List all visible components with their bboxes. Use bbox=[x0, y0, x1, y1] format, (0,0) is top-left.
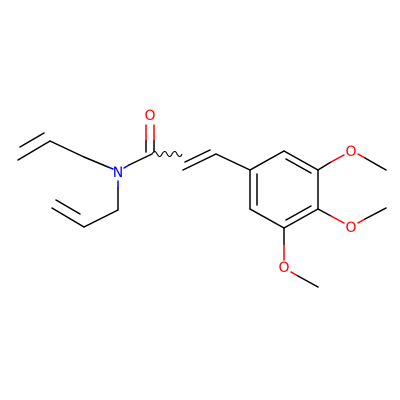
bond-alkene-main bbox=[182, 153, 217, 171]
bond-terminal-double-lower-a bbox=[51, 207, 85, 228]
ring-bond-c1-c2 bbox=[249, 150, 285, 171]
atom-label-methoxy-oxygen-bottom: O bbox=[278, 260, 289, 276]
bond-alkene-inner bbox=[184, 149, 211, 163]
methoxy-group-top bbox=[317, 153, 387, 171]
bond-n-to-carbonyl-n bbox=[123, 164, 130, 169]
bond-n-to-carbonyl bbox=[128, 153, 153, 166]
benzene-ring bbox=[249, 150, 319, 229]
bond-ch2-to-n-upper-n bbox=[107, 166, 114, 170]
atom-label-methoxy-oxygen-middle: O bbox=[345, 220, 356, 236]
allyl-group-upper bbox=[17, 132, 114, 170]
atom-label-amide-nitrogen: N bbox=[113, 165, 123, 181]
allyl-group-lower bbox=[51, 180, 119, 228]
methoxy-group-bottom bbox=[283, 227, 319, 288]
bond-ring-to-o-middle-o bbox=[330, 215, 345, 224]
atom-label-methoxy-oxygen-top: O bbox=[345, 144, 356, 160]
atom-labels: O N O O O bbox=[113, 108, 357, 276]
bond-terminal-double-upper-b bbox=[19, 132, 45, 148]
bond-vinyl-to-ch2-upper bbox=[49, 140, 85, 158]
bond-terminal-double-upper-a bbox=[17, 140, 51, 161]
bond-o-to-methyl-bottom-o bbox=[290, 271, 299, 277]
alkene-group bbox=[182, 149, 251, 171]
atom-label-carbonyl-oxygen: O bbox=[144, 108, 155, 124]
bond-ch2-to-vinyl-lower bbox=[83, 209, 119, 228]
bond-ring-to-o-top-o bbox=[330, 154, 345, 163]
ring-bond-c2-c3 bbox=[283, 150, 319, 171]
ring-bond-c5-c6 bbox=[249, 208, 285, 229]
bond-ring-to-o-top bbox=[317, 161, 332, 171]
bond-o-to-methyl-middle bbox=[364, 207, 387, 220]
bond-ring-to-o-middle bbox=[317, 208, 332, 217]
bond-wavy-stereo bbox=[151, 150, 183, 158]
carbonyl-group bbox=[145, 124, 155, 153]
bond-terminal-double-lower-b bbox=[55, 199, 81, 215]
bond-o-to-methyl-top bbox=[364, 157, 387, 171]
amide-bond bbox=[123, 153, 153, 169]
bond-o-to-methyl-bottom bbox=[297, 275, 319, 288]
bond-alkene-to-ring bbox=[215, 153, 251, 171]
methoxy-group-middle bbox=[317, 207, 387, 224]
ring-bond-c4-c5 bbox=[283, 208, 319, 229]
ring-inner-double-c2-c3 bbox=[285, 158, 312, 174]
bond-o-to-methyl-top-o bbox=[357, 153, 366, 159]
ring-inner-double-c4-c5 bbox=[285, 205, 312, 221]
bond-ch2-to-n-upper bbox=[83, 156, 109, 168]
bond-o-to-methyl-middle-o bbox=[357, 218, 366, 224]
